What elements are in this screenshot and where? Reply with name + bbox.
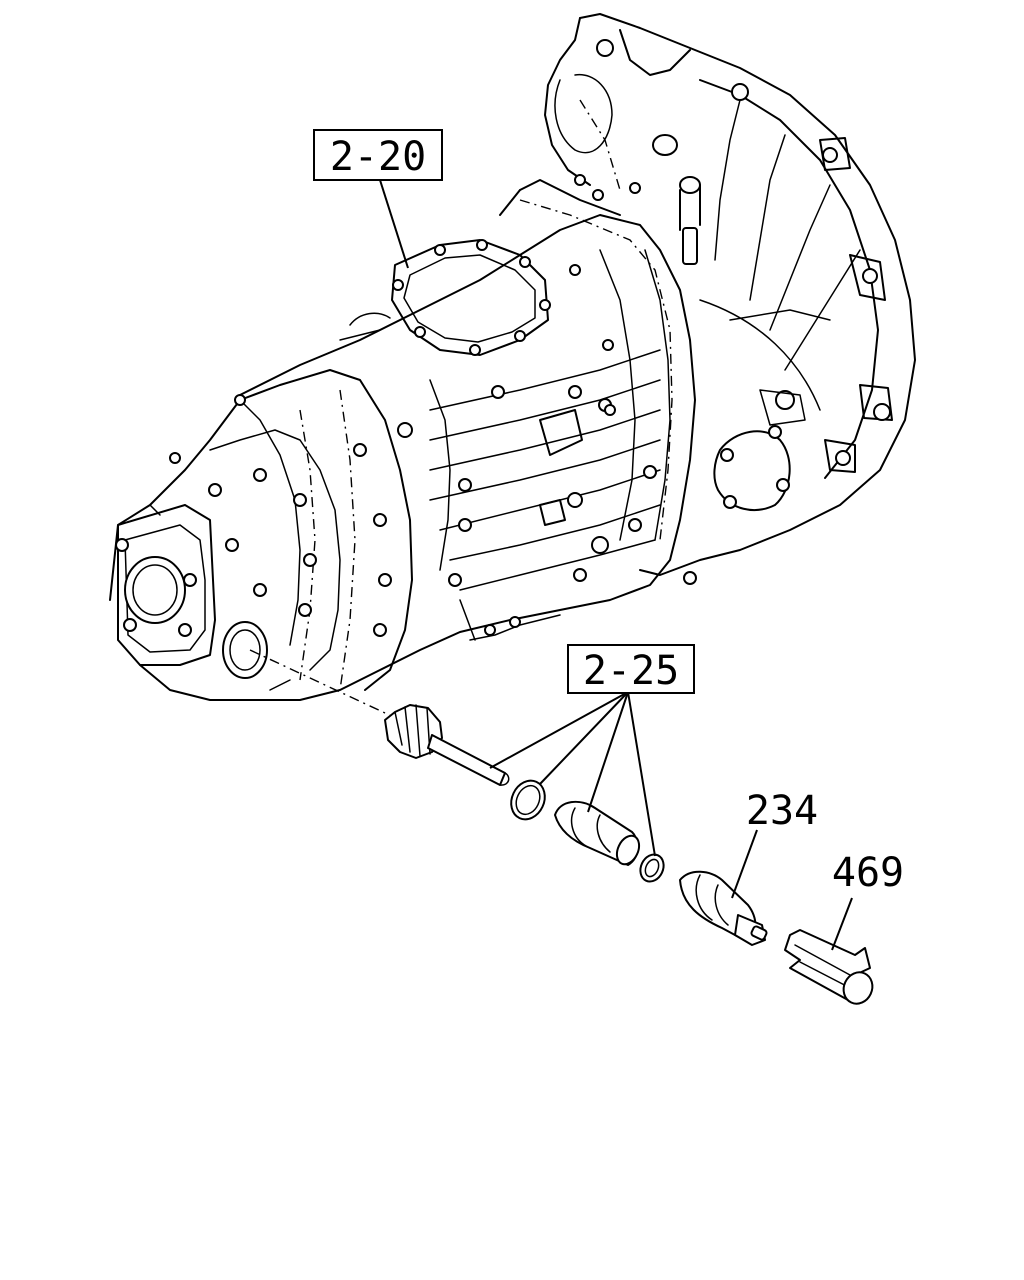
bushing: [639, 853, 665, 883]
o-ring: [510, 779, 546, 821]
callout-2-25: 2-25: [567, 644, 695, 694]
bell-housing: [544, 13, 916, 576]
callout-2-25-label: 2-25: [583, 648, 679, 694]
leader-2-25-bushing: [627, 691, 656, 857]
callout-2-20-label: 2-20: [330, 134, 426, 180]
gear-case: [239, 99, 806, 701]
leader-234: [731, 829, 758, 899]
drive-axis-line: [249, 649, 401, 721]
leader-469: [831, 897, 853, 951]
leader-lines: [379, 179, 853, 951]
leader-2-20: [379, 179, 409, 269]
drive-gear-shaft: [384, 704, 510, 786]
leader-2-25-oring: [539, 691, 629, 785]
clip-469: [784, 929, 874, 1005]
transmission-assembly: [109, 13, 916, 721]
part-number-469: 469: [832, 850, 904, 896]
sleeve: [554, 800, 641, 866]
speedometer-sensor-234: [679, 870, 768, 946]
part-number-234: 234: [746, 788, 818, 834]
leader-2-25-sleeve: [587, 691, 629, 813]
leader-2-25-shaft: [489, 691, 629, 769]
rear-housing: [109, 369, 413, 701]
callout-2-20: 2-20: [313, 129, 443, 181]
